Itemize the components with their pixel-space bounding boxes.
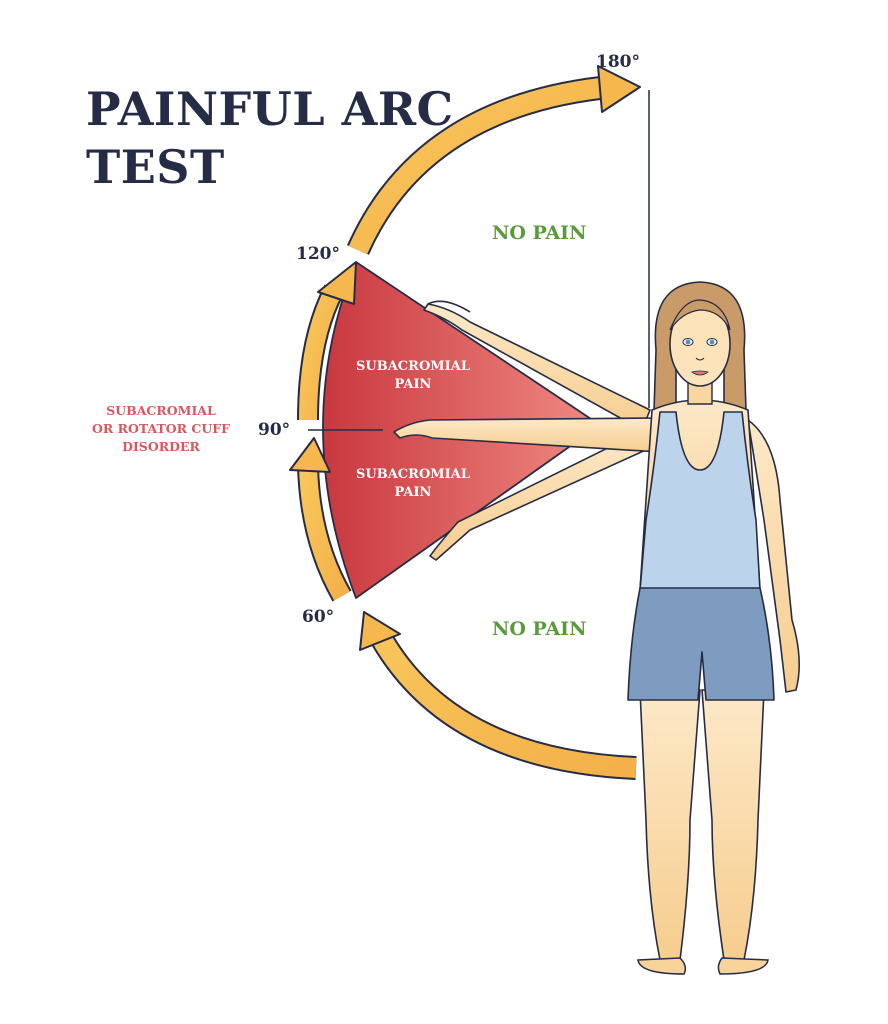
pain-upper-line-2: PAIN — [394, 377, 432, 392]
subacromial-pain-lower: SUBACROMIAL PAIN — [348, 466, 478, 502]
no-pain-lower-label: NO PAIN — [492, 618, 587, 640]
title-line-2: TEST — [86, 140, 225, 194]
subacromial-pain-upper: SUBACROMIAL PAIN — [348, 358, 478, 394]
diagram-title: PAINFUL ARC TEST — [86, 80, 454, 196]
angle-120-label: 120° — [296, 244, 340, 264]
arrow-body-to-60 — [359, 611, 637, 780]
condition-line-1: SUBACROMIAL — [106, 403, 216, 418]
no-pain-upper-label: NO PAIN — [492, 222, 587, 244]
condition-label: SUBACROMIAL OR ROTATOR CUFF DISORDER — [86, 402, 236, 456]
title-line-1: PAINFUL ARC — [86, 82, 454, 136]
pain-lower-line-1: SUBACROMIAL — [356, 467, 470, 482]
arrow-60-to-90 — [289, 437, 352, 602]
shorts — [627, 587, 775, 701]
condition-line-2: OR ROTATOR CUFF — [91, 421, 231, 436]
angle-90-label: 90° — [258, 420, 291, 440]
angle-180-label: 180° — [596, 52, 640, 72]
arrow-120-to-180 — [347, 65, 641, 255]
pain-upper-line-1: SUBACROMIAL — [356, 359, 470, 374]
condition-line-3: DISORDER — [122, 439, 200, 454]
arm-raised-120 — [423, 300, 651, 431]
legs — [637, 689, 769, 975]
arrow-90-to-120 — [297, 261, 357, 421]
mouth — [691, 370, 709, 376]
pain-lower-line-2: PAIN — [394, 485, 432, 500]
angle-60-label: 60° — [302, 607, 335, 627]
arm-raised-90 — [393, 417, 661, 453]
tank-top — [639, 411, 761, 591]
arm-hanging — [747, 419, 800, 693]
arm-raised-60 — [429, 431, 651, 561]
